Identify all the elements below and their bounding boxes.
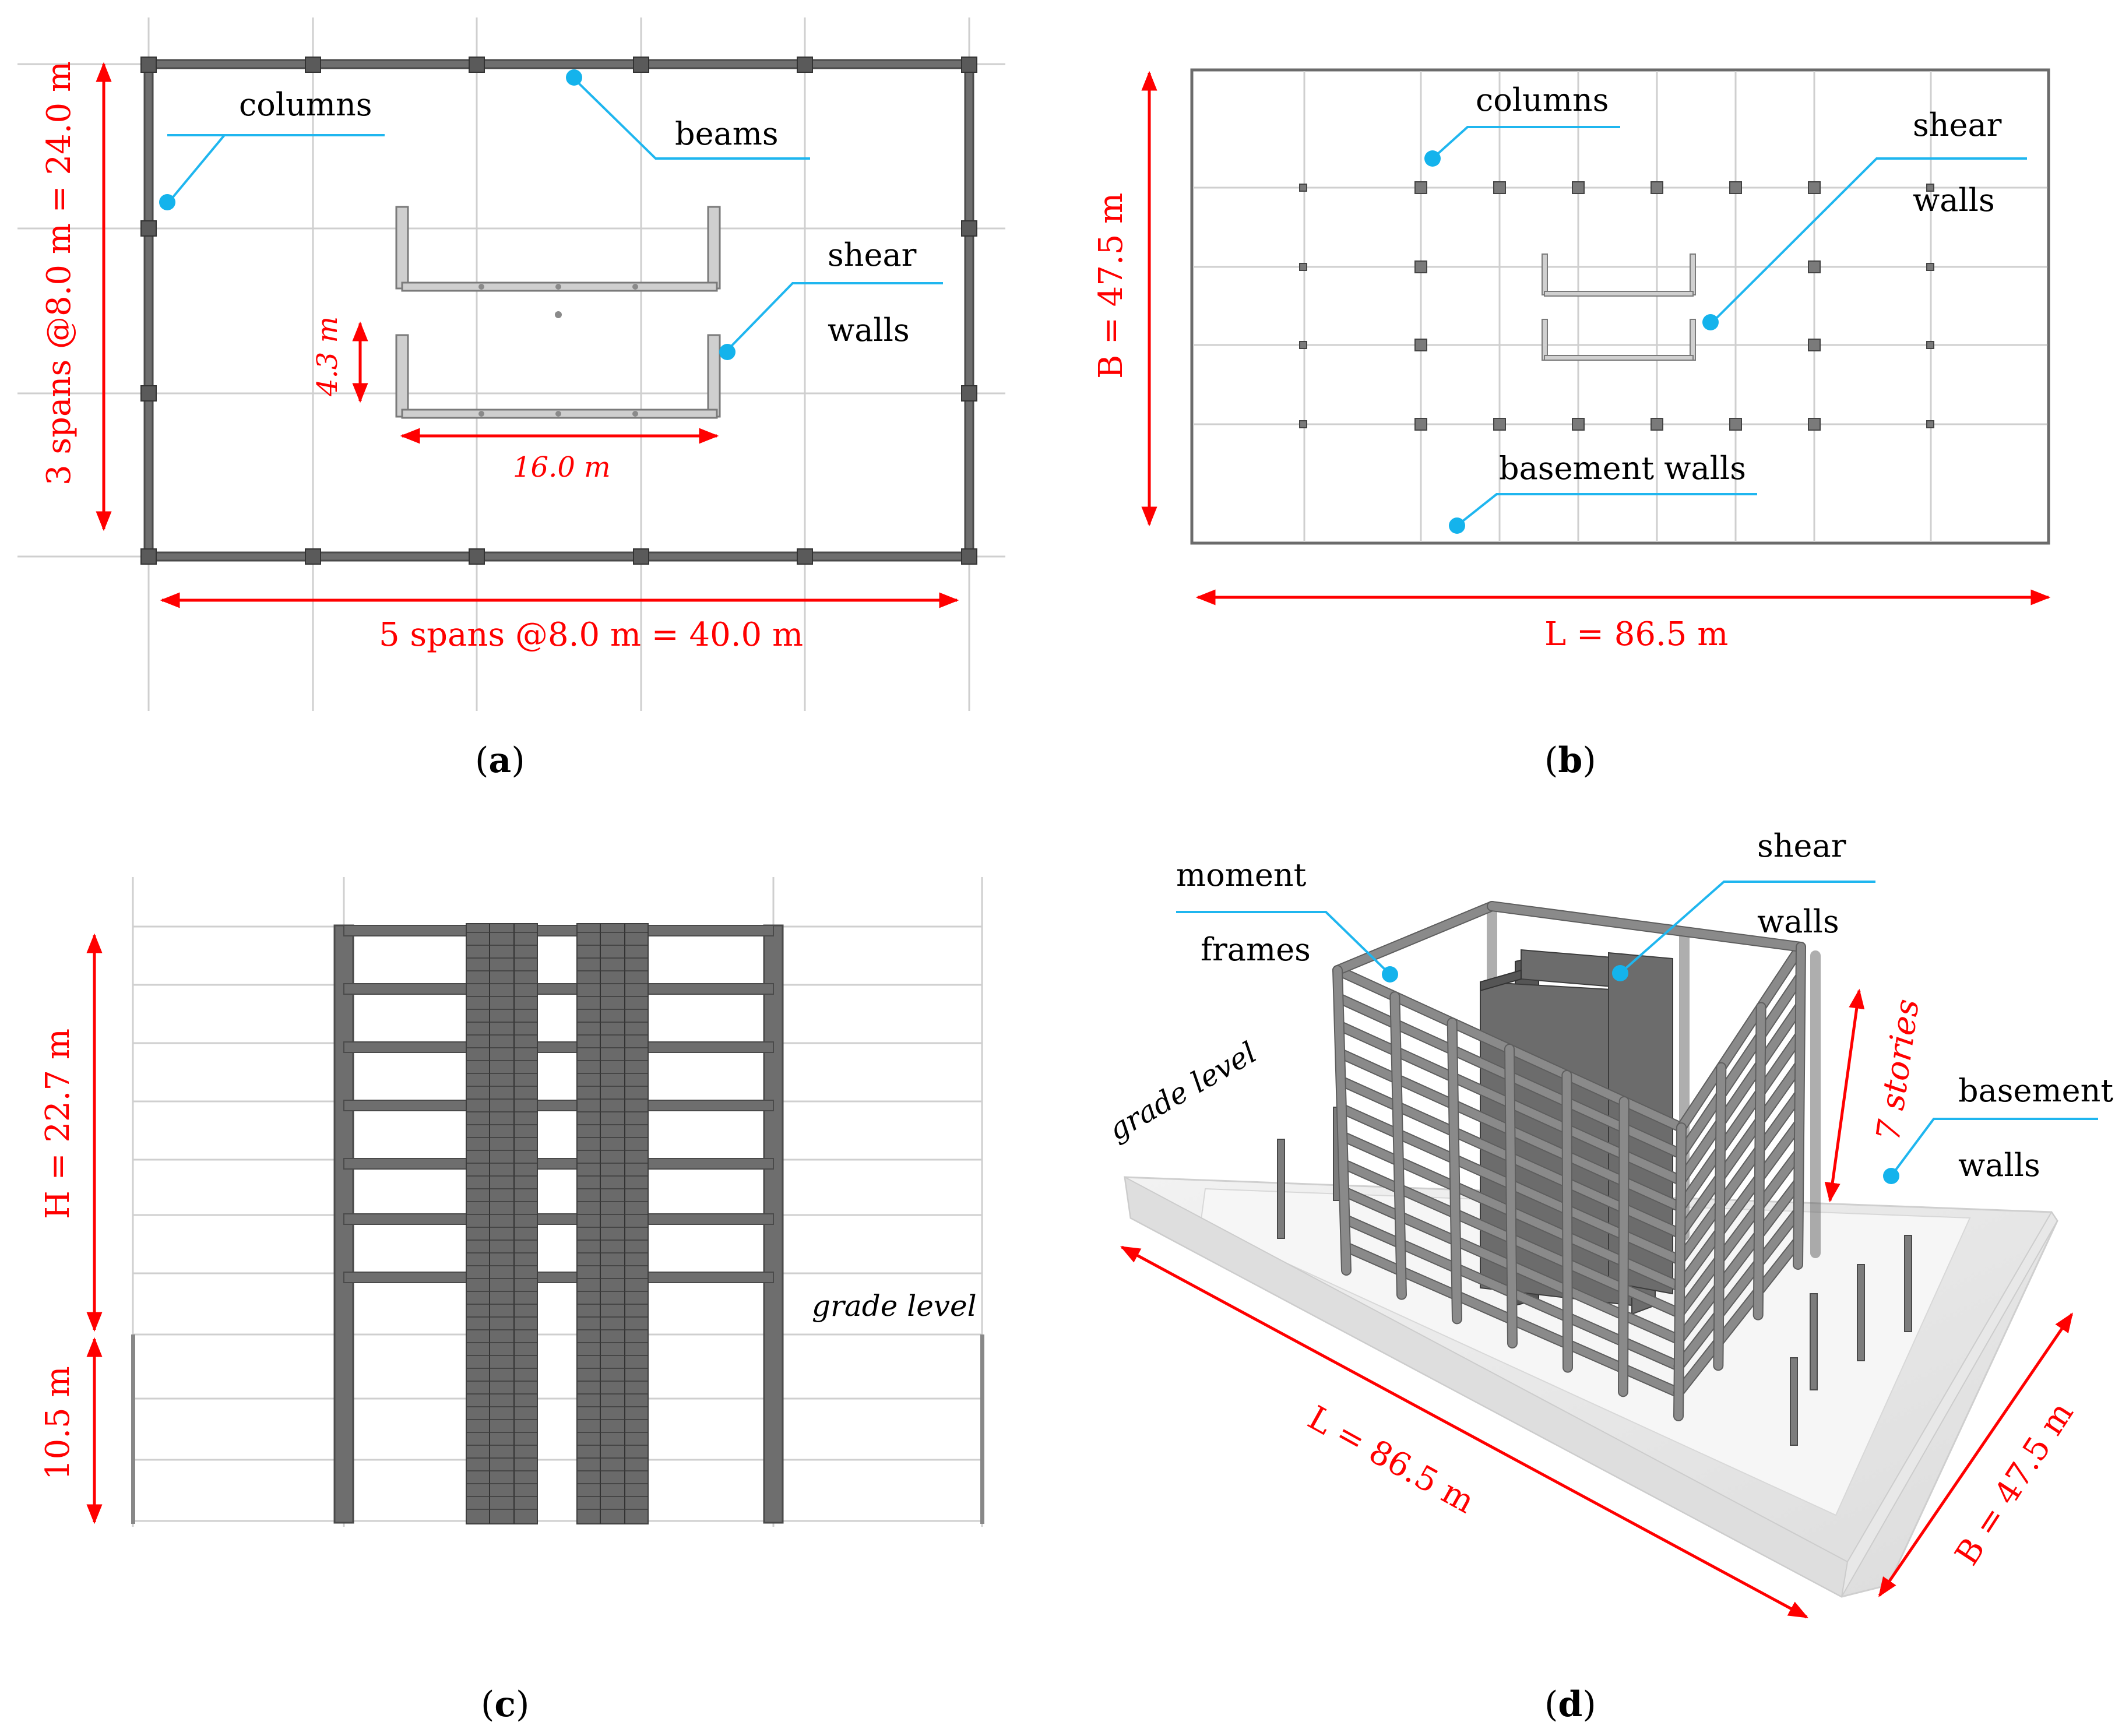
label-columns-a: columns: [239, 86, 372, 123]
caption-c: (c): [481, 1684, 529, 1725]
dim-wall-length: 16.0 m: [513, 451, 611, 484]
basement-outline: [1190, 68, 2050, 545]
label-moment-d: moment: [1176, 857, 1307, 893]
shear-walls-plan: [395, 206, 721, 419]
shear-walls-plan-b: [1542, 253, 1696, 361]
panel-d-leaders: [1176, 881, 2098, 1184]
caption-a: (a): [475, 740, 525, 781]
label-shear-a: shear: [828, 237, 917, 273]
caption-b: (b): [1544, 740, 1596, 781]
dim-B-b: B = 47.5 m: [1092, 193, 1130, 379]
panel-a-grid: [17, 17, 1005, 711]
panel-c-elevation: grade level H = 22.7 m 10.5 m (c): [39, 877, 984, 1725]
dim-arrow-stories: [1824, 988, 1865, 1203]
panel-a-leaders: [159, 69, 943, 360]
dim-arrow-B-d: [1878, 1312, 2074, 1597]
dim-stories: 7 stories: [1869, 996, 1926, 1143]
label-basement-d: basement: [1958, 1072, 2113, 1109]
panel-c-grid: [132, 877, 983, 1527]
dim-basement-depth: 10.5 m: [39, 1366, 77, 1480]
panel-b-grid: [1193, 71, 2047, 542]
dim-B-d: B = 47.5 m: [1948, 1395, 2081, 1572]
panel-b-leaders: [1424, 126, 2027, 534]
label-shear-b: shear: [1913, 107, 2002, 143]
label-beams-a: beams: [675, 115, 779, 152]
panel-a-plan: columns beams shear walls 3 spans @8.0 m…: [17, 17, 1005, 781]
perimeter-beams: [143, 59, 974, 562]
panel-d-3d-model: moment frames shear walls basement walls…: [1103, 827, 2113, 1725]
dim-arrow-L-d: [1120, 1245, 1808, 1619]
label-columns-b: columns: [1476, 82, 1609, 118]
dim-horizontal-a: 5 spans @8.0 m = 40.0 m: [379, 616, 803, 654]
basement-wall-left-elev: [131, 1334, 135, 1524]
dim-L-d: L = 86.5 m: [1301, 1399, 1480, 1521]
label-basement-walls-b: basement walls: [1499, 450, 1746, 487]
dim-vertical-a: 3 spans @8.0 m = 24.0 m: [40, 61, 78, 485]
label-walls-a: walls: [828, 312, 910, 348]
label-frames-d: frames: [1201, 931, 1311, 968]
label-shear-d: shear: [1757, 827, 1846, 864]
elevation-beams: [343, 925, 774, 1283]
label-grade-level-d: grade level: [1103, 1036, 1262, 1147]
dim-H: H = 22.7 m: [39, 1029, 77, 1219]
basement-wall-right-elev: [980, 1334, 984, 1524]
dim-wall-depth: 4.3 m: [311, 316, 344, 397]
label-basement-walls-d: walls: [1958, 1147, 2040, 1184]
label-grade-level-c: grade level: [812, 1289, 977, 1323]
dim-L-b: L = 86.5 m: [1544, 615, 1728, 653]
label-walls-b: walls: [1913, 182, 1995, 219]
caption-d: (d): [1544, 1684, 1596, 1725]
perimeter-columns: [140, 57, 977, 565]
elevation-shear-walls: [466, 923, 649, 1524]
panel-b-columns: [1299, 181, 1934, 431]
label-walls-d: walls: [1757, 903, 1839, 940]
panel-b-plan: columns shear walls basement walls B = 4…: [1092, 68, 2051, 781]
